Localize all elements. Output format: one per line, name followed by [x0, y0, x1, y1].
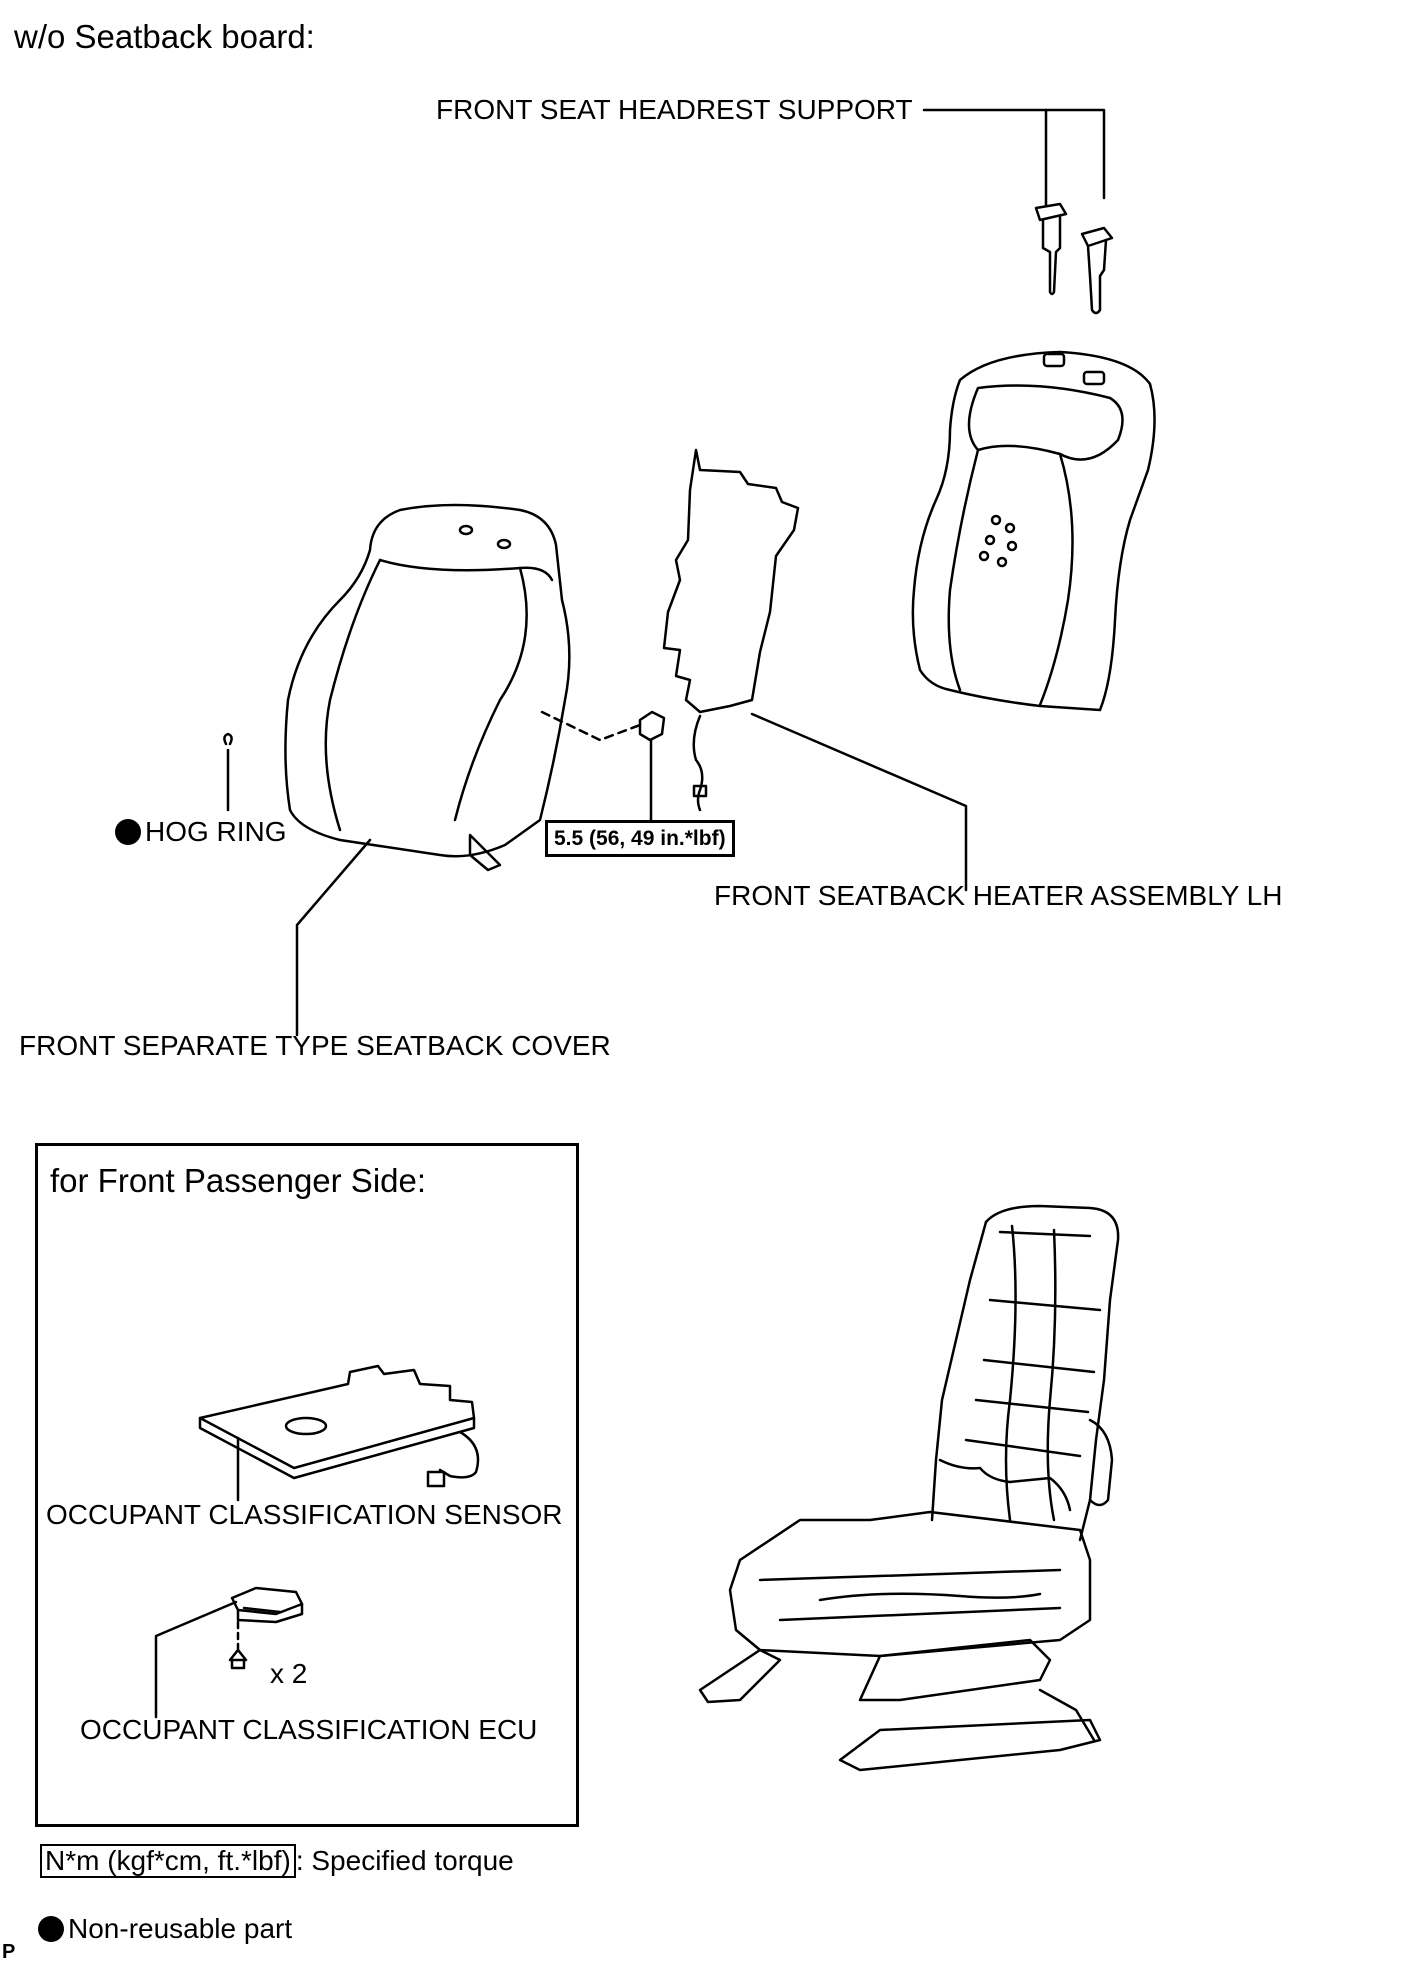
heater-assembly-part: [662, 448, 800, 812]
headrest-support-leader: [922, 108, 1106, 207]
figure-code: P: [2, 1941, 16, 1963]
non-reusable-dot-icon: [115, 819, 141, 845]
page-title: w/o Seatback board:: [14, 18, 315, 55]
seat-frame-part: [698, 1204, 1120, 1772]
occupant-sensor-part: [198, 1364, 480, 1502]
non-reusable-dot-icon: [38, 1916, 64, 1942]
seatback-pad-part: [911, 350, 1156, 712]
screw-quantity-label: x 2: [270, 1658, 308, 1689]
heater-assembly-leader: [750, 712, 968, 892]
torque-unit-box: N*m (kgf*cm, ft.*lbf): [40, 1844, 296, 1878]
passenger-side-inset: for Front Passenger Side: OCCUPANT CLASS…: [35, 1143, 579, 1827]
nonreusable-legend: Non-reusable part: [38, 1915, 292, 1943]
occupant-sensor-label: OCCUPANT CLASSIFICATION SENSOR: [46, 1499, 563, 1530]
heater-assembly-label: FRONT SEATBACK HEATER ASSEMBLY LH: [714, 880, 1283, 911]
torque-legend: N*m (kgf*cm, ft.*lbf): Specified torque: [40, 1844, 514, 1878]
hog-ring-label-group: HOG RING: [115, 818, 287, 846]
occupant-ecu-label: OCCUPANT CLASSIFICATION ECU: [80, 1714, 538, 1745]
hog-ring-label: HOG RING: [145, 816, 287, 847]
inset-title: for Front Passenger Side:: [50, 1162, 427, 1199]
seatback-cover-label: FRONT SEPARATE TYPE SEATBACK COVER: [19, 1030, 611, 1061]
headrest-support-part: [1034, 202, 1114, 315]
hog-ring-part: [223, 732, 233, 812]
headrest-support-label: FRONT SEAT HEADREST SUPPORT: [436, 94, 913, 125]
seatback-cover-leader: [295, 838, 372, 1037]
seatback-cover-part: [284, 503, 571, 872]
heater-nut-part: [638, 710, 666, 822]
nonreusable-legend-text: Non-reusable part: [68, 1913, 293, 1944]
torque-spec-box: 5.5 (56, 49 in.*lbf): [545, 820, 735, 858]
torque-legend-desc: : Specified torque: [295, 1845, 514, 1876]
connection-dashed-line: [540, 710, 642, 742]
occupant-ecu-part: [154, 1586, 304, 1719]
